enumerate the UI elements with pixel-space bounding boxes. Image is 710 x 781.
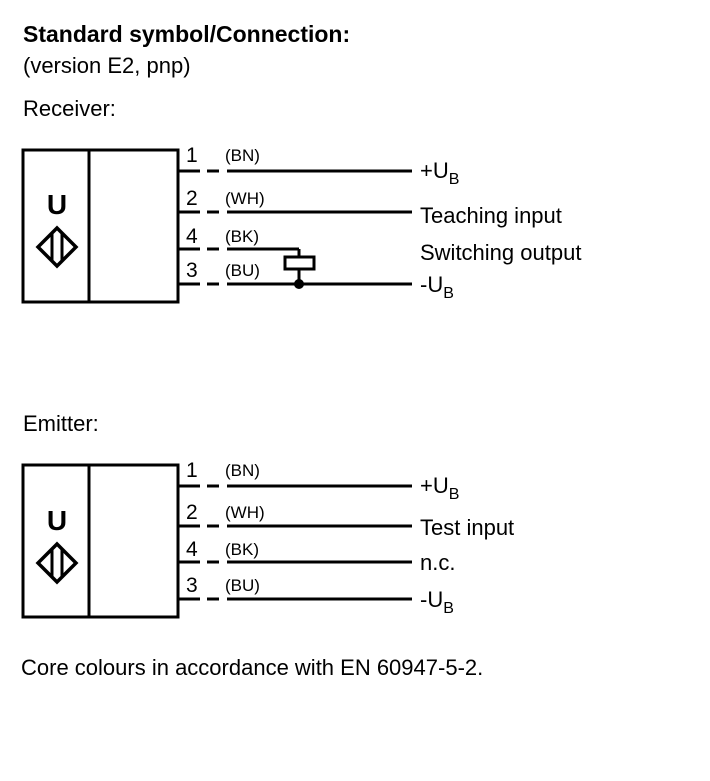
receiver-function-label: -UB <box>420 272 454 302</box>
emitter-function-label: n.c. <box>420 550 455 575</box>
receiver-diagram: U <box>21 144 581 304</box>
emitter-pin-number: 3 <box>186 574 198 597</box>
receiver-pin-number: 4 <box>186 225 198 248</box>
emitter-device-symbol: U <box>47 505 67 536</box>
receiver-pin-number: 2 <box>186 187 198 210</box>
receiver-core-colour: (BU) <box>225 261 260 280</box>
emitter-housing <box>21 463 180 619</box>
receiver-core-colour: (BN) <box>225 146 260 165</box>
receiver-function-label: +UB <box>420 158 459 188</box>
receiver-core-colour: (WH) <box>225 189 265 208</box>
emitter-function-label: +UB <box>420 473 459 503</box>
emitter-core-colour: (BK) <box>225 540 259 559</box>
receiver-device-symbol: U <box>47 189 67 220</box>
receiver-pin-number: 1 <box>186 144 198 167</box>
page-title: Standard symbol/Connection: <box>23 21 351 47</box>
emitter-label: Emitter: <box>23 411 99 436</box>
receiver-load-icon <box>283 249 316 289</box>
receiver-core-colour: (BK) <box>225 227 259 246</box>
emitter-core-colour: (BN) <box>225 461 260 480</box>
emitter-function-label: -UB <box>420 587 454 617</box>
emitter-function-label: Test input <box>420 515 514 540</box>
emitter-pin-number: 4 <box>186 538 198 561</box>
receiver-sensor-icon <box>35 225 79 269</box>
emitter-pin-number: 1 <box>186 459 198 482</box>
receiver-label: Receiver: <box>23 96 116 121</box>
footer-note: Core colours in accordance with EN 60947… <box>21 655 484 680</box>
emitter-core-colour: (BU) <box>225 576 260 595</box>
emitter-core-colour: (WH) <box>225 503 265 522</box>
receiver-housing <box>21 148 180 304</box>
emitter-diagram: U 1 2 4 3 (BN) (WH <box>21 459 514 619</box>
emitter-sensor-icon <box>35 541 79 585</box>
receiver-function-label: Teaching input <box>420 203 562 228</box>
receiver-pin-number: 3 <box>186 259 198 282</box>
page-subtitle: (version E2, pnp) <box>23 53 191 78</box>
receiver-function-label: Switching output <box>420 240 581 265</box>
emitter-pin-number: 2 <box>186 501 198 524</box>
